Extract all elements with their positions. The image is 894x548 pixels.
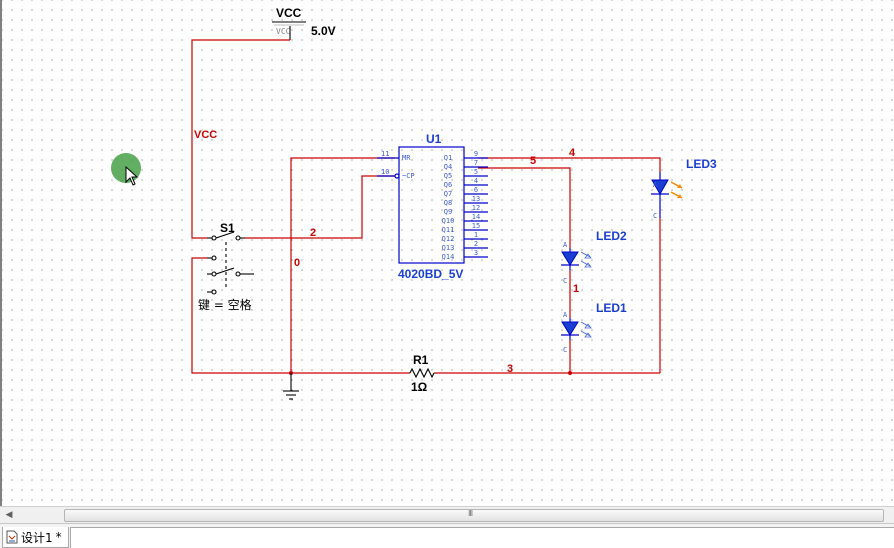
- net-label-2: 2: [310, 227, 316, 239]
- schematic-diagram[interactable]: VCC VCC 5.0V VCC 2 0 3 4 5 1: [2, 0, 894, 506]
- led1-pin-a: A: [563, 311, 568, 319]
- led3-ref: LED3: [686, 157, 717, 171]
- net-label-3: 3: [507, 363, 513, 375]
- resistor-r1[interactable]: R1 1Ω: [409, 353, 435, 394]
- led1-pin-c: C: [563, 346, 567, 354]
- net-label-1: 1: [573, 283, 579, 295]
- vcc-voltage: 5.0V: [311, 24, 336, 38]
- u1-pin-q14: Q14: [442, 253, 455, 261]
- u1-pin-q1: Q1: [444, 154, 452, 162]
- u1-pin-q10: Q10: [442, 217, 455, 225]
- net-labels: VCC 2 0 3 4 5 1: [194, 129, 579, 375]
- counter-u1[interactable]: U1 11 10 MR ~CP Q1 Q4 Q5 Q6 Q7: [377, 132, 488, 281]
- u1-pin-num-q9: 12: [472, 204, 480, 212]
- led2-ref: LED2: [596, 229, 627, 243]
- u1-pin-mr: MR: [402, 154, 411, 162]
- scrollbar-grip: III: [468, 509, 473, 518]
- led2-pin-a: A: [563, 241, 568, 249]
- u1-pin-num-q12: 1: [474, 231, 478, 239]
- resistor-value: 1Ω: [411, 380, 428, 394]
- switch-s1[interactable]: S1 键 = 空格: [198, 221, 254, 312]
- net-label-4: 4: [569, 147, 576, 159]
- ground-symbol[interactable]: [283, 373, 299, 400]
- schematic-document-icon: [6, 530, 18, 544]
- tab-design1[interactable]: 设计1 *: [2, 527, 69, 548]
- led3-pin-c: C: [653, 212, 657, 220]
- vcc-source[interactable]: VCC VCC 5.0V: [272, 6, 336, 40]
- led2[interactable]: A C LED2: [561, 229, 627, 285]
- schematic-canvas[interactable]: VCC VCC 5.0V VCC 2 0 3 4 5 1: [0, 0, 894, 506]
- u1-pin-q4: Q4: [444, 163, 452, 171]
- u1-pin-cp: ~CP: [402, 172, 415, 180]
- u1-pin-num-q4: 7: [474, 159, 478, 167]
- vcc-pin-text: VCC: [276, 27, 291, 36]
- u1-pin-q13: Q13: [442, 244, 455, 252]
- u1-pin-q12: Q12: [442, 235, 455, 243]
- switch-ref: S1: [220, 221, 235, 235]
- switch-key-label: 键 = 空格: [198, 297, 252, 312]
- led3[interactable]: A C LED3: [651, 157, 717, 220]
- u1-pin-num-q14: 3: [474, 249, 478, 257]
- u1-pin-q9: Q9: [444, 208, 452, 216]
- tab-bar-empty-area: [70, 527, 894, 548]
- scrollbar-thumb[interactable]: III: [64, 509, 884, 522]
- led1-ref: LED1: [596, 301, 627, 315]
- u1-pin-num-q1: 9: [474, 150, 478, 158]
- u1-pin-num-q7: 6: [474, 186, 478, 194]
- scroll-left-arrow-icon[interactable]: ◀: [5, 510, 13, 520]
- led1[interactable]: A C LED1: [561, 301, 627, 354]
- u1-pin-num-q11: 15: [472, 222, 480, 230]
- tab-label: 设计1: [21, 530, 53, 545]
- u1-pin-num-q10: 14: [472, 213, 480, 221]
- vcc-label: VCC: [276, 6, 302, 20]
- u1-pin-num-cp: 10: [381, 168, 389, 176]
- u1-pin-q7: Q7: [444, 190, 452, 198]
- u1-pin-q8: Q8: [444, 199, 452, 207]
- resistor-ref: R1: [413, 353, 429, 367]
- u1-right-pins: Q1 Q4 Q5 Q6 Q7 Q8 Q9 Q10 Q11 Q12 Q13 Q14…: [442, 150, 488, 261]
- net-label-5: 5: [530, 155, 536, 167]
- led3-pin-a: A: [653, 181, 658, 189]
- counter-value: 4020BD_5V: [398, 267, 463, 281]
- net-label-0: 0: [294, 257, 300, 269]
- tab-modified-marker: *: [55, 530, 62, 544]
- u1-pin-num-q8: 13: [472, 195, 480, 203]
- u1-pin-num-q5: 5: [474, 168, 478, 176]
- u1-pin-q5: Q5: [444, 172, 452, 180]
- net-label-vcc: VCC: [194, 129, 217, 141]
- u1-pin-num-mr: 11: [381, 150, 389, 158]
- u1-pin-q11: Q11: [442, 226, 455, 234]
- u1-pin-num-q13: 2: [474, 240, 478, 248]
- led2-pin-c: C: [563, 277, 567, 285]
- mouse-pointer-icon: [125, 166, 139, 186]
- horizontal-scrollbar[interactable]: ◀ III: [0, 506, 894, 523]
- u1-pin-num-q6: 4: [474, 177, 478, 185]
- u1-pin-q6: Q6: [444, 181, 452, 189]
- wires: [191, 39, 661, 375]
- counter-ref: U1: [426, 132, 442, 146]
- document-tab-bar: 设计1 *: [0, 523, 894, 548]
